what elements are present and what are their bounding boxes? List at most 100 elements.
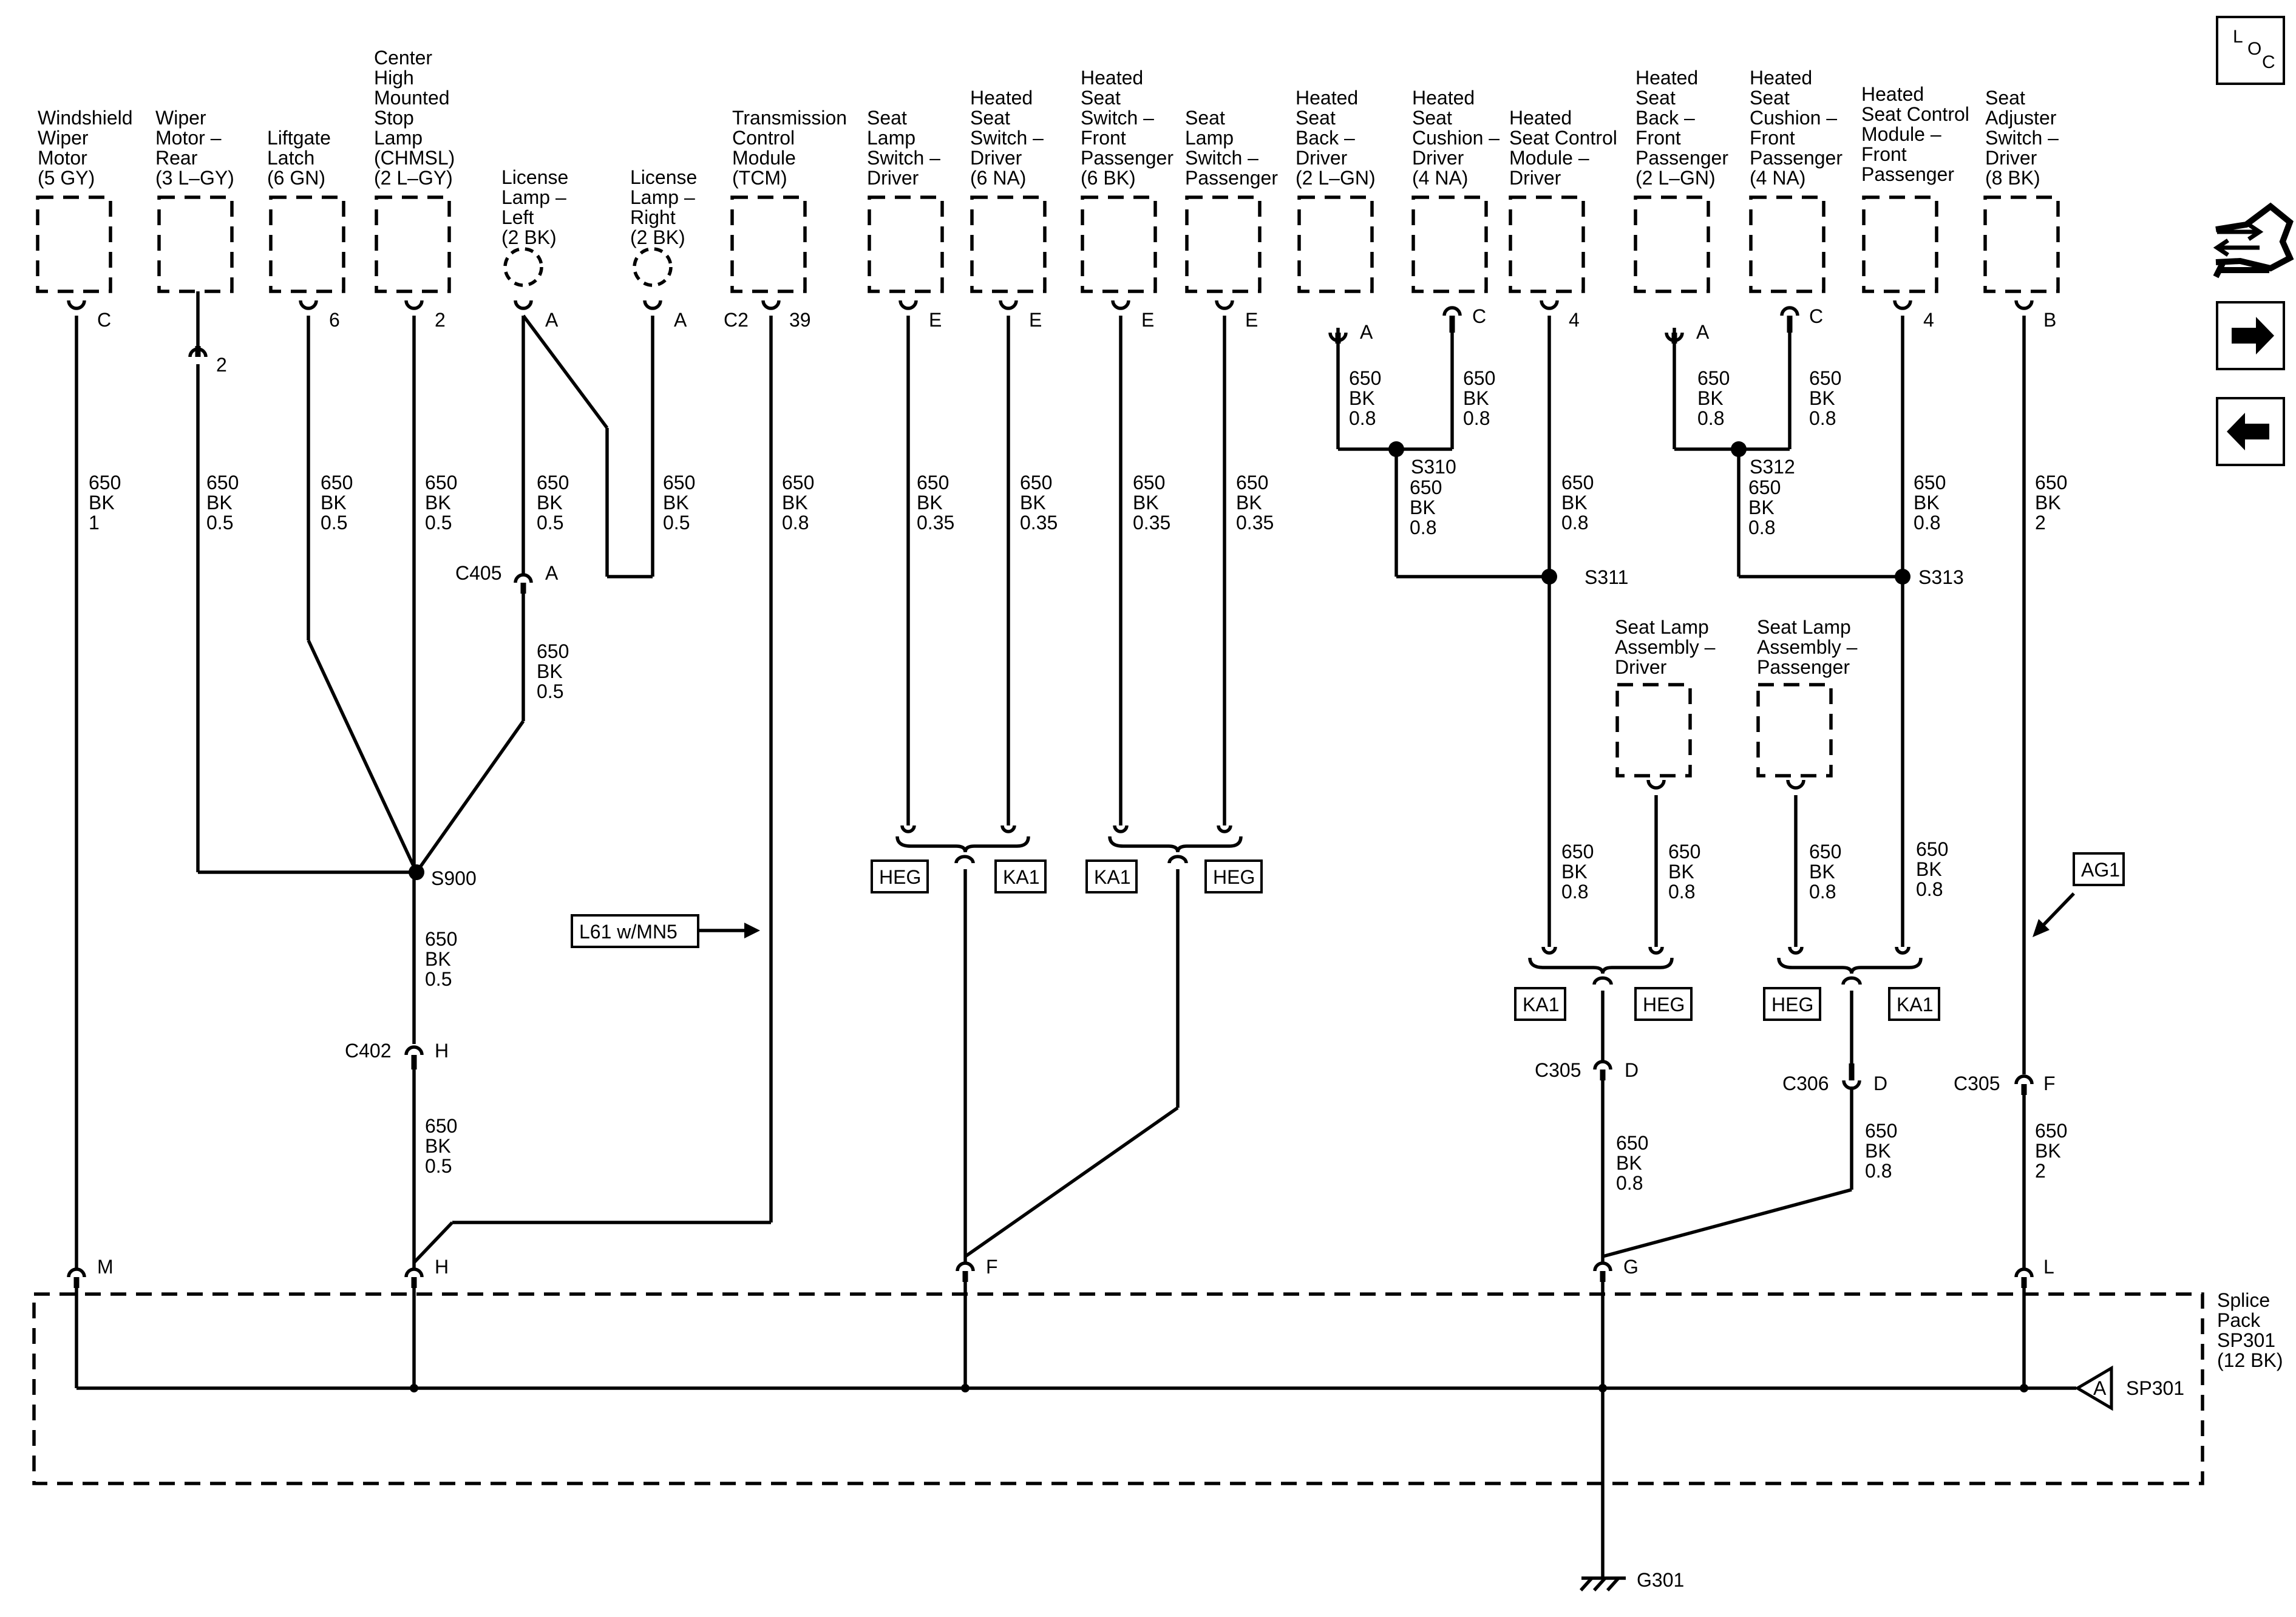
svg-text:F: F: [986, 1256, 998, 1278]
svg-text:L: L: [2043, 1256, 2054, 1278]
svg-text:HEG: HEG: [1643, 994, 1685, 1015]
svg-text:KA1: KA1: [1003, 866, 1039, 888]
previous-page-button[interactable]: [2216, 397, 2285, 466]
svg-text:4: 4: [1569, 309, 1580, 331]
svg-text:A: A: [545, 562, 559, 584]
svg-text:AG1: AG1: [2081, 859, 2120, 881]
svg-text:2: 2: [435, 309, 446, 331]
svg-text:S313: S313: [1918, 566, 1964, 588]
svg-text:O: O: [2247, 39, 2261, 59]
svg-text:S311: S311: [1584, 566, 1628, 588]
svg-text:G301: G301: [1637, 1569, 1684, 1591]
svg-text:C: C: [2262, 52, 2275, 72]
svg-text:C: C: [1472, 305, 1486, 327]
next-page-button[interactable]: [2216, 301, 2285, 370]
svg-text:C2: C2: [724, 309, 749, 331]
svg-text:4: 4: [1923, 309, 1934, 331]
svg-text:L: L: [2233, 27, 2243, 47]
svg-text:C405: C405: [455, 562, 502, 584]
svg-text:E: E: [1029, 309, 1042, 331]
svg-text:C402: C402: [345, 1040, 392, 1062]
svg-text:6: 6: [329, 309, 340, 331]
svg-text:HEG: HEG: [1213, 866, 1255, 888]
component-boxes: [32, 195, 2204, 1485]
svg-text:C305: C305: [1954, 1073, 2000, 1094]
svg-text:KA1: KA1: [1897, 994, 1933, 1015]
svg-text:A: A: [2093, 1377, 2107, 1399]
svg-text:H: H: [435, 1040, 449, 1062]
svg-text:M: M: [97, 1256, 114, 1278]
svg-text:G: G: [1623, 1256, 1639, 1278]
svg-text:D: D: [1625, 1059, 1639, 1081]
svg-text:H: H: [435, 1256, 449, 1278]
svg-text:A: A: [674, 309, 687, 331]
svg-text:SP301: SP301: [2126, 1377, 2184, 1399]
svg-text:S900: S900: [431, 867, 477, 889]
svg-text:F: F: [2043, 1073, 2056, 1094]
svg-text:39: 39: [789, 309, 811, 331]
svg-text:KA1: KA1: [1523, 994, 1559, 1015]
connector-view-icon[interactable]: [2213, 202, 2294, 279]
svg-text:HEG: HEG: [1771, 994, 1813, 1015]
svg-text:C: C: [97, 309, 111, 331]
pin-labels: C 2 6 2 A A C2 39 E E E E A C 4 A C 4 B …: [97, 305, 2056, 1278]
svg-text:L61 w/MN5: L61 w/MN5: [579, 921, 678, 943]
splice-dots: [409, 441, 2028, 1392]
svg-text:D: D: [1873, 1073, 1887, 1094]
svg-text:E: E: [1245, 309, 1258, 331]
svg-text:B: B: [2043, 309, 2056, 331]
svg-text:E: E: [929, 309, 942, 331]
connector-labels: C405 C402 C305 C306 C305 S900 S310 S311 …: [345, 456, 2184, 1591]
svg-text:S310: S310: [1411, 456, 1456, 478]
loc-button[interactable]: L O C: [2216, 16, 2285, 85]
svg-text:C306: C306: [1782, 1073, 1829, 1094]
